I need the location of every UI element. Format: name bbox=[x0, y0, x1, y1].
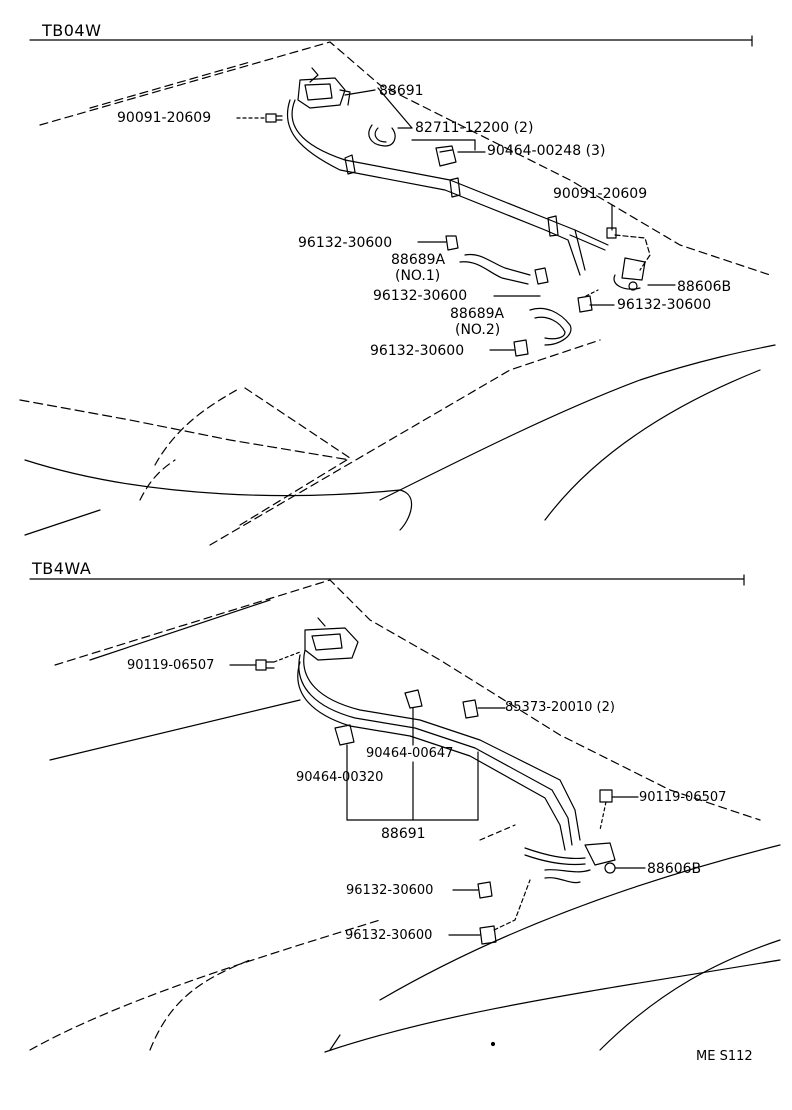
label2-96132-30600-a: 96132-30600 bbox=[346, 883, 434, 898]
label2-90464-00320: 90464-00320 bbox=[296, 770, 384, 785]
label2-85373-20010: 85373-20010 (2) bbox=[505, 700, 615, 715]
washer-pipe-2 bbox=[303, 649, 581, 841]
label2-88606B: 88606B bbox=[647, 861, 702, 877]
body-outline-solid bbox=[24, 459, 413, 531]
nozzle-bracket-2 bbox=[304, 627, 359, 661]
bolt-right bbox=[606, 227, 617, 239]
label-82711-12200: 82711-12200 (2) bbox=[415, 120, 534, 136]
label2-90119-06507-left: 90119-06507 bbox=[127, 658, 215, 673]
bolt2-left bbox=[255, 659, 267, 671]
label-96132-30600-a: 96132-30600 bbox=[298, 235, 393, 251]
label-88691: 88691 bbox=[379, 83, 424, 99]
clip2-96132-a bbox=[477, 881, 493, 899]
nozzle-bracket bbox=[297, 77, 346, 109]
section-title-tb4wa: TB4WA bbox=[32, 559, 92, 578]
label-96132-30600-c: 96132-30600 bbox=[617, 297, 712, 313]
clip2-96132-b bbox=[479, 925, 497, 945]
bolt2-right bbox=[599, 789, 613, 803]
body-outline-dashed bbox=[39, 41, 771, 276]
hose2-a bbox=[524, 847, 586, 860]
label2-90464-00647: 90464-00647 bbox=[366, 746, 454, 761]
clip-82711 bbox=[368, 124, 396, 147]
label-90464-00248: 90464-00248 (3) bbox=[487, 143, 606, 159]
label2-96132-30600-b: 96132-30600 bbox=[345, 928, 433, 943]
body-outline2-dashed bbox=[54, 579, 761, 821]
label2-88691: 88691 bbox=[381, 826, 426, 842]
label-no1: (NO.1) bbox=[395, 268, 441, 284]
washer-pipe bbox=[291, 99, 586, 271]
label-88689A-no2: 88689A bbox=[450, 306, 505, 322]
clamp-90464 bbox=[435, 145, 457, 167]
valve2-88606B bbox=[584, 842, 616, 866]
label-90091-20609-left: 90091-20609 bbox=[117, 110, 212, 126]
bolt-left bbox=[265, 113, 277, 123]
clamp-00320 bbox=[334, 724, 355, 746]
clamp-85373 bbox=[462, 699, 479, 719]
valve-88606B bbox=[621, 257, 646, 281]
clip-96132-b bbox=[577, 295, 593, 313]
label-88689A-no1: 88689A bbox=[391, 252, 446, 268]
label2-90119-06507-right: 90119-06507 bbox=[639, 790, 727, 805]
hose-no1 bbox=[464, 253, 531, 276]
section-title-tb04w: TB04W bbox=[42, 21, 102, 40]
clamp-00647 bbox=[404, 689, 423, 709]
label-no2: (NO.2) bbox=[455, 322, 501, 338]
drawing-code: ME S112 bbox=[696, 1049, 753, 1064]
clip-96132-c bbox=[513, 339, 529, 357]
label-96132-30600-d: 96132-30600 bbox=[370, 343, 465, 359]
hose-no2 bbox=[529, 307, 572, 346]
label-88606B: 88606B bbox=[677, 279, 732, 295]
clip-96132-a bbox=[445, 235, 459, 251]
label-96132-30600-b: 96132-30600 bbox=[373, 288, 468, 304]
label-90091-20609-right: 90091-20609 bbox=[553, 186, 648, 202]
